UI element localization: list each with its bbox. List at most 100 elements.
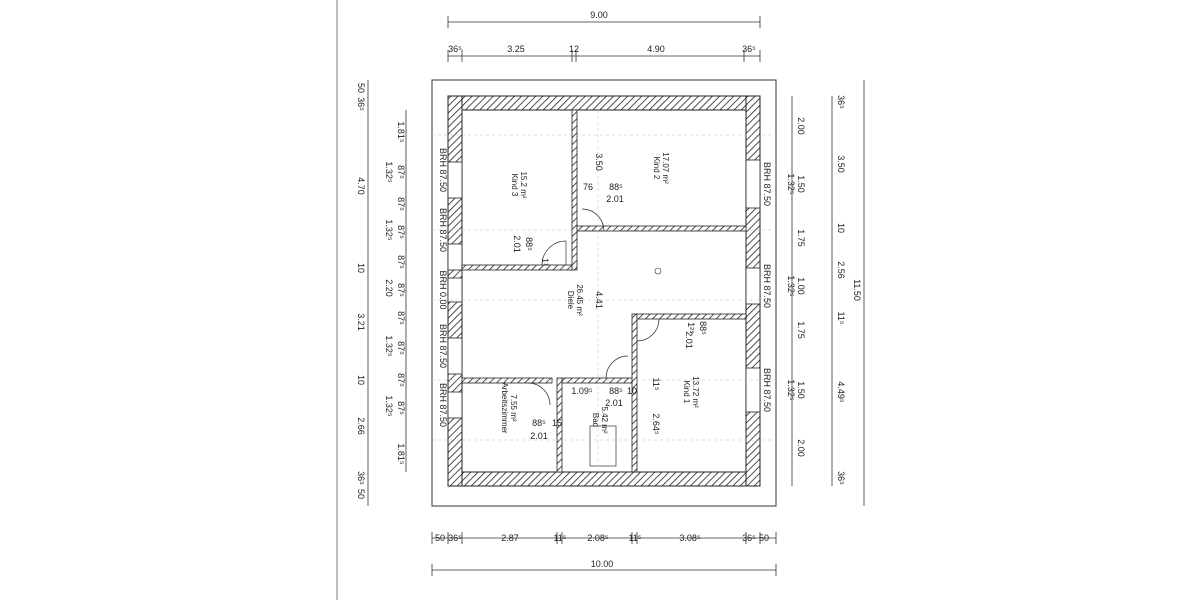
bottom-overall-dim: 10.00 [591,559,614,569]
svg-text:88⁵: 88⁵ [524,237,534,251]
svg-text:36⁵: 36⁵ [742,44,756,54]
svg-text:87⁵: 87⁵ [396,341,406,355]
svg-text:36⁵: 36⁵ [356,97,366,111]
svg-text:11⁵: 11⁵ [836,311,846,324]
svg-text:4.41: 4.41 [594,291,604,309]
svg-text:15: 15 [552,418,562,428]
room-name: Kind 1 [682,381,691,404]
svg-text:2.01: 2.01 [605,398,623,408]
room-area: 7.55 m² [509,394,518,421]
svg-text:87⁵: 87⁵ [396,225,406,239]
svg-text:10: 10 [356,375,366,385]
svg-text:12: 12 [569,44,579,54]
svg-text:3.21: 3.21 [356,313,366,331]
svg-text:50: 50 [759,533,769,543]
svg-text:50: 50 [435,533,445,543]
bottom-dimension-lines [431,532,777,576]
left-inner-dims: 1.81⁵ 1.32⁵ 87⁵ 1.32⁵ 87⁵ 2.20 87⁵ 1.32⁵… [384,121,406,465]
svg-text:2.64⁵: 2.64⁵ [651,413,661,435]
svg-text:11⁵: 11⁵ [553,533,566,543]
axis-lines [432,110,776,472]
svg-text:1.32⁵: 1.32⁵ [786,379,796,401]
right-dimension-lines [791,80,865,506]
svg-text:36⁵: 36⁵ [742,533,756,543]
top-segment-dims: 36⁵ 3.25 12 4.90 36⁵ [448,44,756,54]
svg-text:BRH 87.50: BRH 87.50 [762,264,772,308]
building-outline [431,79,777,507]
svg-text:1.81⁵: 1.81⁵ [396,121,406,143]
svg-text:1.32⁵: 1.32⁵ [384,161,394,183]
svg-text:2.01: 2.01 [530,431,548,441]
stair-marker [654,267,662,275]
svg-text:1.50: 1.50 [796,175,806,193]
svg-text:2.01: 2.01 [684,331,694,349]
left-dimension-lines [367,80,407,506]
svg-text:10: 10 [356,263,366,273]
svg-text:36⁵: 36⁵ [448,44,462,54]
window-sill-labels: BRH 87.50 BRH 87.50 BRH 0.00 BRH 87.50 B… [438,148,772,427]
right-mid-dims: 36⁵ 3.50 10 2.56 11⁵ 4.49⁵ 36⁵ [836,95,846,485]
svg-text:1.32⁵: 1.32⁵ [384,335,394,357]
room-name: Kind 2 [652,157,661,180]
svg-text:87⁵: 87⁵ [396,255,406,269]
svg-text:2.20: 2.20 [384,279,394,297]
svg-text:10: 10 [627,386,637,396]
room-area: 17.07 m² [661,152,670,184]
door-swings [527,208,660,406]
svg-text:10: 10 [836,223,846,233]
svg-text:4.70: 4.70 [356,177,366,195]
svg-text:BRH 87.50: BRH 87.50 [438,383,448,427]
right-overall-dim: 11.50 [852,279,862,301]
svg-text:36⁵: 36⁵ [836,471,846,485]
svg-text:36⁵: 36⁵ [448,533,462,543]
svg-text:1.32⁵: 1.32⁵ [384,219,394,241]
svg-text:3.25: 3.25 [507,44,525,54]
svg-text:BRH 87.50: BRH 87.50 [438,148,448,192]
svg-text:2.56: 2.56 [836,261,846,279]
svg-text:36⁵: 36⁵ [836,95,846,109]
windows [447,159,761,419]
svg-text:88⁵: 88⁵ [609,386,623,396]
svg-text:1.32⁵: 1.32⁵ [786,173,796,195]
svg-text:50: 50 [356,83,366,93]
room-area: 13.72 m² [691,376,700,408]
left-margin [0,0,335,600]
bathtub [589,425,617,467]
top-overall-dim: 9.00 [590,10,608,20]
svg-text:4.49⁵: 4.49⁵ [836,381,846,403]
svg-text:87⁵: 87⁵ [396,311,406,325]
right-margin [868,0,1200,600]
svg-text:1.75: 1.75 [796,229,806,247]
floor-plan-drawing: 9.00 36⁵ 3.25 12 4.90 36⁵ [356,10,865,576]
svg-text:2.00: 2.00 [796,439,806,457]
room-name: Kind 3 [510,174,519,197]
room-area: 5.42 m² [600,406,609,433]
room-name: Bad [591,413,600,427]
svg-text:11⁵: 11⁵ [651,377,661,390]
floor-plan-sheet: 9.00 36⁵ 3.25 12 4.90 36⁵ [336,0,870,600]
svg-text:36⁵: 36⁵ [356,471,366,485]
svg-text:BRH 0.00: BRH 0.00 [438,270,448,309]
svg-text:88⁵: 88⁵ [609,182,623,192]
room-name: Arbeitszimmer [500,382,509,433]
svg-text:1.32⁵: 1.32⁵ [786,275,796,297]
svg-text:BRH 87.50: BRH 87.50 [438,324,448,368]
room-area: 26.45 m² [575,284,584,316]
svg-text:11⁵: 11⁵ [628,533,641,543]
svg-text:88⁵: 88⁵ [532,418,546,428]
svg-text:87⁵: 87⁵ [396,165,406,179]
svg-text:1.32⁵: 1.32⁵ [384,395,394,417]
svg-text:88⁵: 88⁵ [698,321,708,335]
room-area: 15.2 m² [519,171,528,198]
svg-text:2.08⁵: 2.08⁵ [587,533,609,543]
interior-walls [461,109,747,473]
svg-text:3.50: 3.50 [836,155,846,173]
svg-text:1.75: 1.75 [796,321,806,339]
svg-text:3.50: 3.50 [594,153,604,171]
svg-text:BRH 87.50: BRH 87.50 [762,368,772,412]
svg-text:87⁵: 87⁵ [396,401,406,415]
svg-text:4.90: 4.90 [647,44,665,54]
top-dimension-lines [447,16,761,62]
svg-text:2.66: 2.66 [356,417,366,435]
